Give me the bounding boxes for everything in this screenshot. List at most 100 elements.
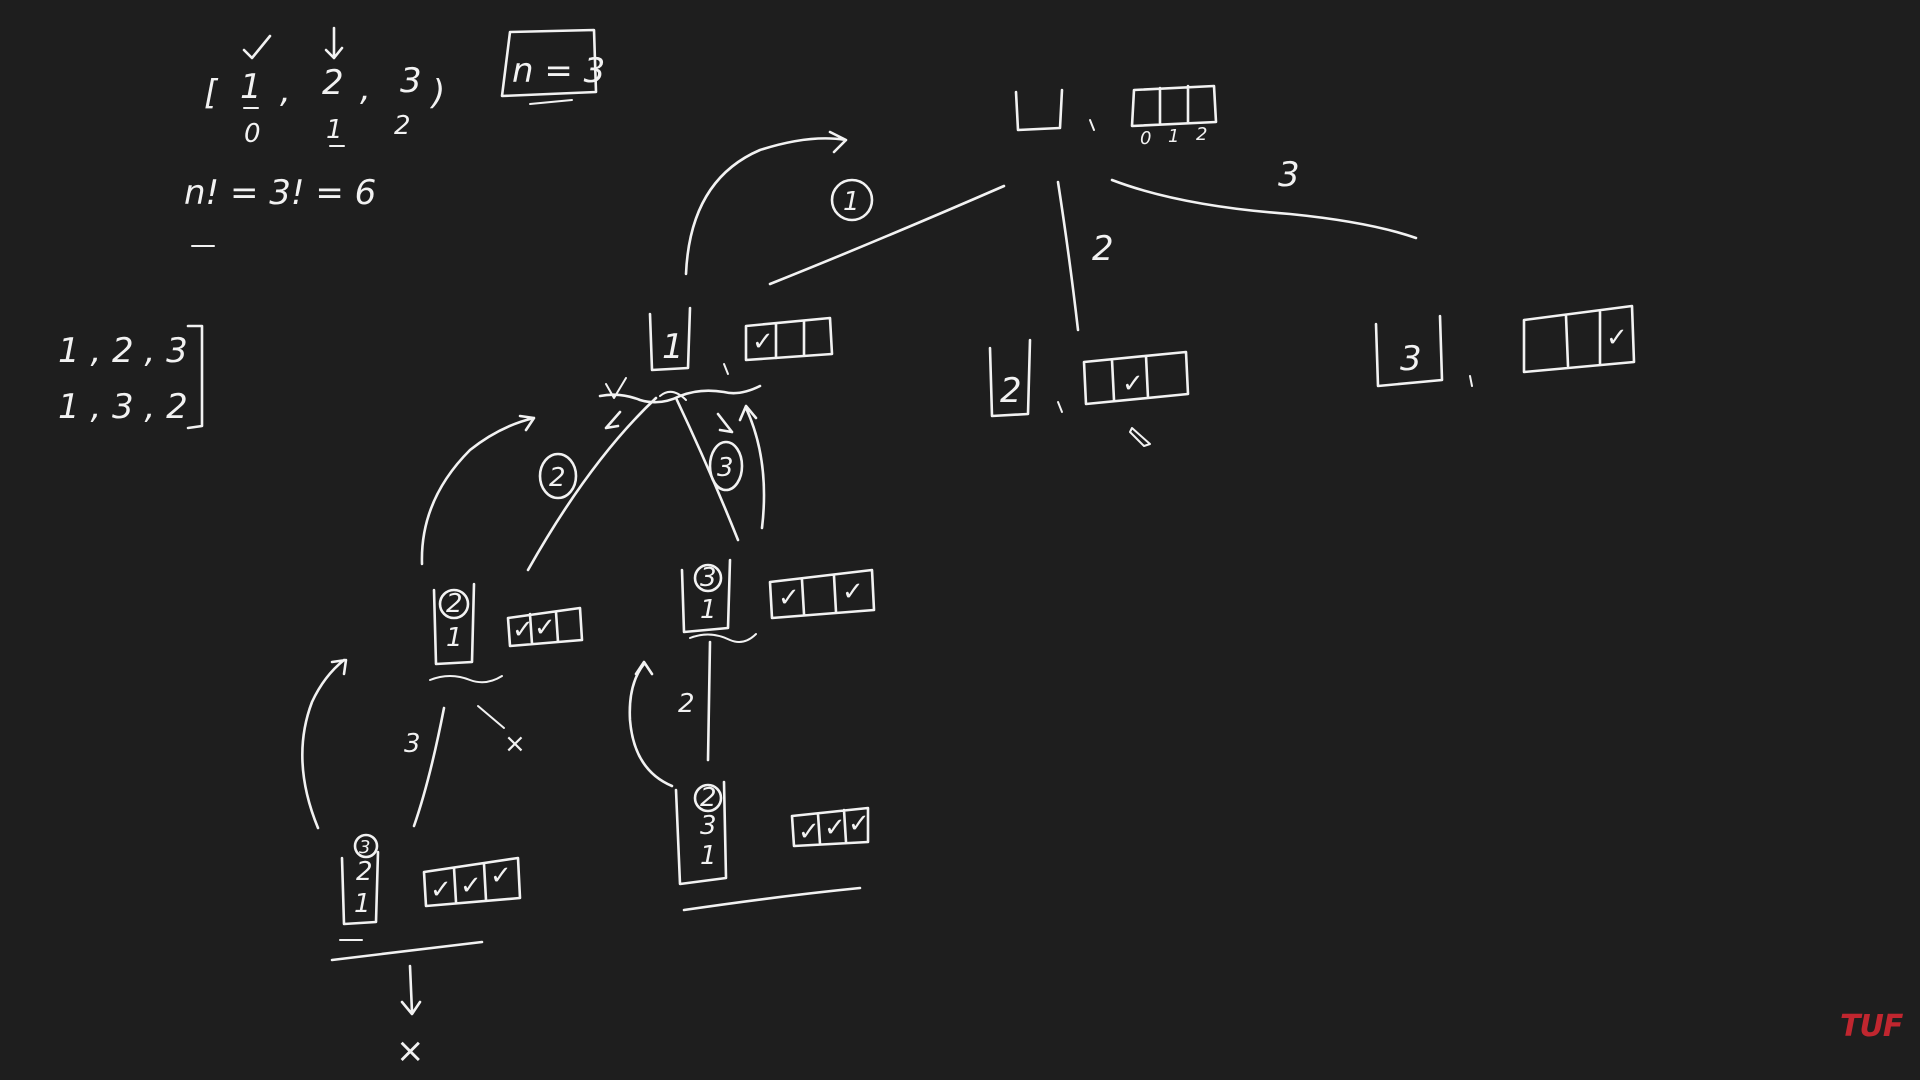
root-map-index-0: 0 xyxy=(1140,128,1151,149)
map-cell-0: ✓ xyxy=(798,817,820,847)
n-box-outline xyxy=(500,28,598,98)
check-mark-icon xyxy=(242,34,272,60)
map-cell-0: ✓ xyxy=(752,327,774,357)
array-value-3: 3 xyxy=(400,61,422,101)
result-row-1: 1 , 2 , 3 xyxy=(58,331,188,371)
strike-circle xyxy=(438,588,470,620)
level2-node-right: 3 1 ✓ ✓ xyxy=(680,558,876,643)
map-cell-0: ✓ xyxy=(430,875,452,905)
results-bracket xyxy=(186,324,204,430)
tuf-logo: TUF xyxy=(1840,1009,1904,1044)
ds-mid: 3 xyxy=(700,811,717,841)
map-cell-2: ✓ xyxy=(1606,323,1628,353)
root-map-index-2: 2 xyxy=(1196,124,1207,145)
ds-mid: 2 xyxy=(356,857,373,887)
ds-box xyxy=(988,338,1032,418)
map-box xyxy=(790,806,870,848)
circle-mark xyxy=(538,452,578,500)
ds-value: 3 xyxy=(1400,339,1422,379)
ds-top: 3 xyxy=(359,837,370,858)
ds-bottom: 1 xyxy=(700,841,717,871)
n-box-underline xyxy=(529,99,573,105)
level1-node-2: 2 ✓ xyxy=(988,338,1190,447)
map-box xyxy=(422,856,522,908)
branch-13-to-132 xyxy=(706,640,712,762)
ds-value: 2 xyxy=(1000,371,1022,411)
ds-top: 2 xyxy=(446,589,463,619)
root-node: 0 1 2 xyxy=(1014,84,1218,149)
ds-box xyxy=(432,582,476,666)
branch-label-2: 2 xyxy=(1092,229,1114,269)
map-box xyxy=(1082,350,1190,406)
down-arrow-icon xyxy=(400,964,422,1016)
branch-1-to-12 xyxy=(526,396,658,572)
branch-1-to-13 xyxy=(674,396,740,542)
ds-box xyxy=(1374,314,1444,388)
branch-label-1: 1 xyxy=(830,178,874,222)
ds-bottom: 1 xyxy=(354,889,371,919)
branch-12-to-123 xyxy=(412,706,446,828)
branch-label-circled-2: 2 xyxy=(538,452,578,500)
scribble-underline xyxy=(689,633,757,643)
ds-box xyxy=(648,306,692,372)
map-box xyxy=(768,568,876,620)
strike-circle xyxy=(693,563,723,593)
ds-box xyxy=(340,850,380,926)
branch-root-to-2 xyxy=(1056,180,1080,332)
array-comma-2: , xyxy=(360,69,371,109)
level3-node-right: 2 3 1 ✓ ✓ ✓ xyxy=(674,780,870,912)
level1-node-1: 1 ✓ xyxy=(598,306,834,404)
ds-box xyxy=(674,780,728,886)
svg-text:1: 1 xyxy=(843,187,860,217)
ds-value: 1 xyxy=(662,327,684,367)
ds-bottom: 1 xyxy=(700,595,717,625)
arrow-back-left xyxy=(604,410,622,430)
scribble-underline xyxy=(429,675,503,684)
array-close-bracket: ) xyxy=(429,73,445,113)
ds-box xyxy=(680,558,732,634)
comma xyxy=(723,363,729,375)
recursion-arrow-2-right xyxy=(628,660,674,788)
ds-top: 2 xyxy=(700,783,717,813)
recursion-arrow-root xyxy=(684,130,848,276)
strike-circle xyxy=(693,783,723,813)
factorial-text: n! = 3! = 6 xyxy=(184,173,376,213)
input-array: [ 1 , 2 , 3 ) 0 1 2 xyxy=(204,26,445,149)
array-open-bracket: [ xyxy=(204,73,219,113)
map-cell-1: ✓ xyxy=(1122,369,1144,399)
map-cell-1: ✓ xyxy=(824,813,846,843)
map-cell-1: ✓ xyxy=(460,871,482,901)
branch-12-to-x xyxy=(477,705,505,729)
array-value-1: 1 xyxy=(240,67,262,107)
down-arrow-icon xyxy=(324,26,344,60)
map-cell-2: ✓ xyxy=(848,809,870,839)
recursion-arrow-1-right xyxy=(738,404,766,530)
array-index-1: 1 xyxy=(326,115,343,145)
map-box xyxy=(744,316,834,362)
circle-mark xyxy=(830,178,874,222)
map-cell-2: ✓ xyxy=(842,577,864,607)
branch-label-circled-3: 3 xyxy=(708,440,744,492)
cross-mark-bottom: × xyxy=(396,1031,425,1071)
array-index-2: 2 xyxy=(394,111,411,141)
n-box-text: n = 3 xyxy=(512,51,605,91)
array-value-2: 2 xyxy=(322,63,344,103)
base-line xyxy=(682,886,862,912)
ds-bottom: 1 xyxy=(446,623,463,653)
results-list: 1 , 2 , 3 1 , 3 , 2 xyxy=(58,324,204,430)
branch-label-3: 3 xyxy=(1278,155,1300,195)
array-comma-1: , xyxy=(280,71,291,111)
circle-mark xyxy=(708,440,744,492)
pencil-cursor-icon xyxy=(1129,427,1151,447)
map-cell-2: ✓ xyxy=(490,861,512,891)
recursion-arrow-2-left xyxy=(301,658,348,830)
svg-text:3: 3 xyxy=(717,453,734,483)
root-comma xyxy=(1089,119,1095,131)
comma xyxy=(1469,375,1473,387)
strike-circle xyxy=(353,833,379,859)
root-ds-empty xyxy=(1014,88,1064,132)
root-map-index-1: 1 xyxy=(1168,126,1179,147)
map-cell-0: ✓ xyxy=(778,583,800,613)
